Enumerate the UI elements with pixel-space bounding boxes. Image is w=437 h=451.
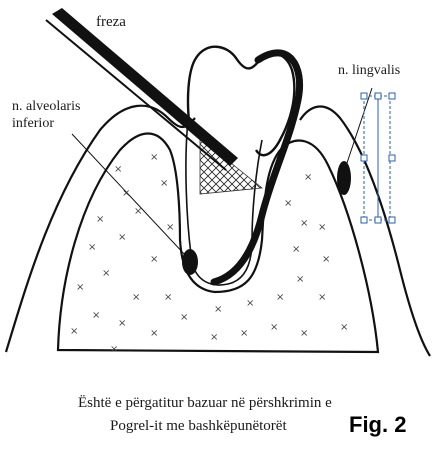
svg-text:×: × <box>180 312 188 323</box>
svg-text:×: × <box>296 274 304 285</box>
svg-text:×: × <box>210 332 218 343</box>
caption-line-1: Është e përgatitur bazuar në përshkrimin… <box>78 395 332 412</box>
svg-text:×: × <box>110 344 118 355</box>
svg-text:×: × <box>340 322 348 333</box>
n-alveolaris-inferior-nerve <box>182 249 198 275</box>
n-lingvalis-nerve <box>337 161 351 195</box>
svg-text:×: × <box>166 222 174 233</box>
selection-frame[interactable] <box>361 93 395 223</box>
svg-text:×: × <box>300 218 308 229</box>
svg-text:×: × <box>150 152 158 163</box>
svg-text:×: × <box>246 298 254 309</box>
svg-text:×: × <box>304 172 312 183</box>
svg-text:×: × <box>118 232 126 243</box>
svg-text:×: × <box>150 328 158 339</box>
svg-text:×: × <box>102 268 110 279</box>
figure-number: Fig. 2 <box>349 412 406 438</box>
svg-text:×: × <box>164 292 172 303</box>
svg-text:×: × <box>276 292 284 303</box>
label-inferior: inferior <box>12 115 54 132</box>
svg-text:×: × <box>114 164 122 175</box>
svg-text:×: × <box>270 322 278 333</box>
label-n-lingvalis: n. lingvalis <box>338 62 400 79</box>
svg-text:×: × <box>160 178 168 189</box>
svg-text:×: × <box>92 310 100 321</box>
svg-text:×: × <box>96 214 104 225</box>
svg-text:×: × <box>122 188 130 199</box>
svg-text:×: × <box>240 328 248 339</box>
svg-text:×: × <box>318 222 326 233</box>
svg-text:×: × <box>88 242 96 253</box>
svg-text:×: × <box>70 326 78 337</box>
svg-text:×: × <box>134 206 142 217</box>
label-n-alveolaris: n. alveolaris <box>12 98 80 115</box>
svg-text:×: × <box>150 254 158 265</box>
leader-lingvalis <box>346 88 372 166</box>
caption-line-2: Pogrel-it me bashkëpunëtorët <box>110 418 287 435</box>
svg-text:×: × <box>322 254 330 265</box>
svg-text:×: × <box>318 292 326 303</box>
freza-shaft-edge <box>46 20 226 170</box>
svg-text:×: × <box>132 292 140 303</box>
svg-text:×: × <box>292 244 300 255</box>
svg-text:×: × <box>118 318 126 329</box>
svg-text:×: × <box>300 328 308 339</box>
svg-text:×: × <box>284 198 292 209</box>
svg-text:×: × <box>76 282 84 293</box>
svg-text:×: × <box>214 304 222 315</box>
label-freza: freza <box>96 14 126 31</box>
